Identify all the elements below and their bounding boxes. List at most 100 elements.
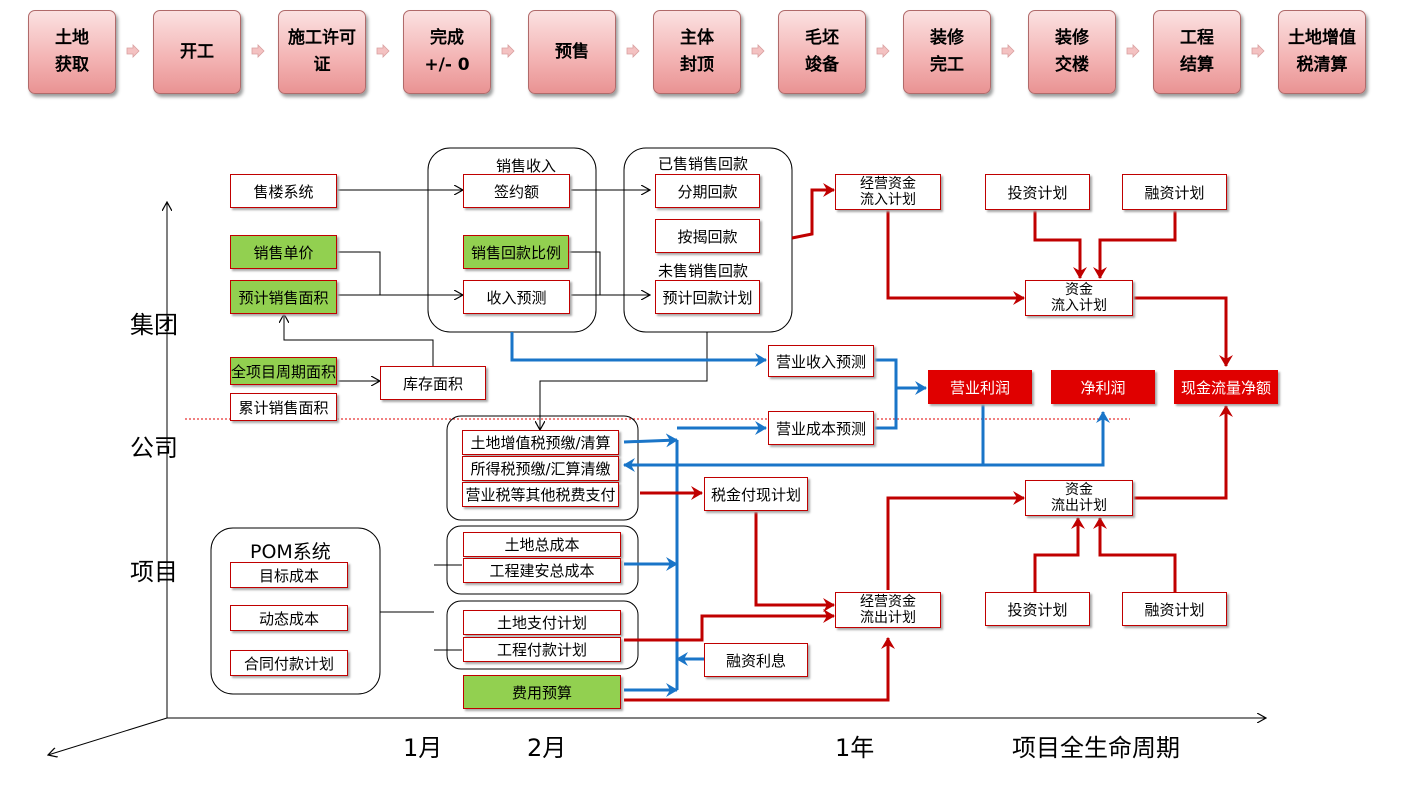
process-step-label: 主体封顶 xyxy=(680,25,714,79)
process-step-line: +/- 0 xyxy=(424,55,470,75)
revenue-forecast-box: 营业收入预测 xyxy=(768,345,874,377)
finance-interest-box: 融资利息 xyxy=(704,643,808,677)
fund-inflow-line2: 流入计划 xyxy=(1051,298,1107,314)
process-step-line: 主体 xyxy=(680,28,714,48)
fund-outflow-box: 资金 流出计划 xyxy=(1025,480,1133,516)
operating-outflow-line1: 经营资金 xyxy=(860,594,916,610)
level-company-label: 公司 xyxy=(130,434,178,462)
process-step-label: 土地获取 xyxy=(55,25,89,79)
finance-plan-bottom-box: 融资计划 xyxy=(1122,592,1227,626)
installment-box: 分期回款 xyxy=(655,174,760,208)
level-group-label: 集团 xyxy=(130,311,178,339)
payment-plan-group xyxy=(446,600,639,670)
process-step: 施工许可证 xyxy=(278,10,366,94)
sales-system-box: 售楼系统 xyxy=(230,174,337,208)
planned-collection-box: 预计回款计划 xyxy=(655,280,760,314)
total-cost-group xyxy=(446,525,639,595)
tax-group xyxy=(446,415,639,521)
z-axis xyxy=(48,717,168,755)
process-step: 土地获取 xyxy=(28,10,116,94)
process-step-line: 开工 xyxy=(180,41,214,62)
land-payment-plan-box: 土地支付计划 xyxy=(463,610,621,635)
process-step: 装修交楼 xyxy=(1028,10,1116,94)
fund-inflow-line1: 资金 xyxy=(1065,282,1093,298)
unit-price-box: 销售单价 xyxy=(230,235,337,269)
net-cash-flow-box: 现金流量净额 xyxy=(1174,370,1278,404)
unsold-collection-title: 未售销售回款 xyxy=(658,262,749,280)
process-step-line: 毛坯 xyxy=(805,28,839,48)
chevron-right-icon xyxy=(376,44,390,58)
process-step: 主体封顶 xyxy=(653,10,741,94)
land-total-cost-box: 土地总成本 xyxy=(463,532,621,557)
process-step: 土地增值税清算 xyxy=(1278,10,1366,94)
target-cost-box: 目标成本 xyxy=(230,562,348,588)
axes xyxy=(48,202,1266,755)
cost-forecast-box: 营业成本预测 xyxy=(768,411,874,445)
chevron-right-icon xyxy=(251,44,265,58)
process-step-line: 工程 xyxy=(1180,28,1214,48)
process-step: 毛坯竣备 xyxy=(778,10,866,94)
sales-income-title: 销售收入 xyxy=(496,157,557,175)
process-step-line: 完工 xyxy=(930,55,964,75)
process-step: 完成 +/- 0 xyxy=(403,10,491,94)
process-step-line: 交楼 xyxy=(1055,55,1089,75)
cumulative-area-box: 累计销售面积 xyxy=(230,393,337,421)
finance-plan-top-box: 融资计划 xyxy=(1122,174,1227,210)
process-step-label: 装修完工 xyxy=(930,25,964,79)
process-step-line: 完成 xyxy=(429,28,464,48)
process-step-line: 装修 xyxy=(930,28,964,48)
process-step-label: 工程结算 xyxy=(1180,25,1214,79)
process-step-label: 毛坯竣备 xyxy=(805,25,839,79)
process-step: 预售 xyxy=(528,10,616,94)
timeline-lifecycle: 项目全生命周期 xyxy=(1012,734,1180,762)
process-step-label: 装修交楼 xyxy=(1055,25,1089,79)
invest-plan-bottom-box: 投资计划 xyxy=(985,592,1090,626)
process-step-line: 结算 xyxy=(1180,55,1214,75)
chevron-right-icon xyxy=(751,44,765,58)
process-step: 开工 xyxy=(153,10,241,94)
process-step-line: 土地增值 xyxy=(1288,28,1356,48)
dynamic-cost-box: 动态成本 xyxy=(230,605,348,631)
contract-payment-box: 合同付款计划 xyxy=(230,650,348,676)
process-step-line: 证 xyxy=(313,55,331,75)
sold-collection-title: 已售销售回款 xyxy=(658,155,749,173)
income-tax-box: 所得税预缴/汇算清缴 xyxy=(462,456,619,481)
pom-title: POM系统 xyxy=(250,541,331,563)
chevron-right-icon xyxy=(501,44,515,58)
fund-outflow-line2: 流出计划 xyxy=(1051,498,1107,514)
invest-plan-top-box: 投资计划 xyxy=(985,174,1090,210)
process-step: 装修完工 xyxy=(903,10,991,94)
process-step-label: 预售 xyxy=(555,39,589,66)
inventory-area-box: 库存面积 xyxy=(380,366,486,400)
pom-group xyxy=(210,527,381,695)
process-step-line: 获取 xyxy=(55,55,89,75)
construction-total-cost-box: 工程建安总成本 xyxy=(463,558,621,583)
process-step-line: 竣备 xyxy=(805,55,839,75)
level-project-label: 项目 xyxy=(130,558,178,586)
timeline-1-year: 1年 xyxy=(835,734,875,762)
process-step-line: 装修 xyxy=(1055,28,1089,48)
construction-payment-plan-box: 工程付款计划 xyxy=(463,637,621,662)
chevron-right-icon xyxy=(1126,44,1140,58)
process-step: 工程结算 xyxy=(1153,10,1241,94)
operating-inflow-box: 经营资金 流入计划 xyxy=(835,174,941,210)
net-profit-box: 净利润 xyxy=(1051,370,1155,404)
operating-outflow-line2: 流出计划 xyxy=(860,610,916,626)
chevron-right-icon xyxy=(626,44,640,58)
process-step-line: 税清算 xyxy=(1296,55,1348,75)
operating-inflow-line1: 经营资金 xyxy=(860,176,916,192)
process-step-line: 施工许可 xyxy=(288,28,356,48)
operating-inflow-line2: 流入计划 xyxy=(860,192,916,208)
mortgage-box: 按揭回款 xyxy=(655,219,760,253)
expense-budget-box: 费用预算 xyxy=(463,675,621,709)
chevron-right-icon xyxy=(1251,44,1265,58)
collection-group xyxy=(623,147,793,333)
contract-amount-box: 签约额 xyxy=(463,174,570,208)
process-step-line: 预售 xyxy=(555,41,589,62)
operating-profit-box: 营业利润 xyxy=(928,370,1032,404)
chevron-right-icon xyxy=(126,44,140,58)
process-step-line: 封顶 xyxy=(680,55,714,75)
fund-outflow-line1: 资金 xyxy=(1065,482,1093,498)
